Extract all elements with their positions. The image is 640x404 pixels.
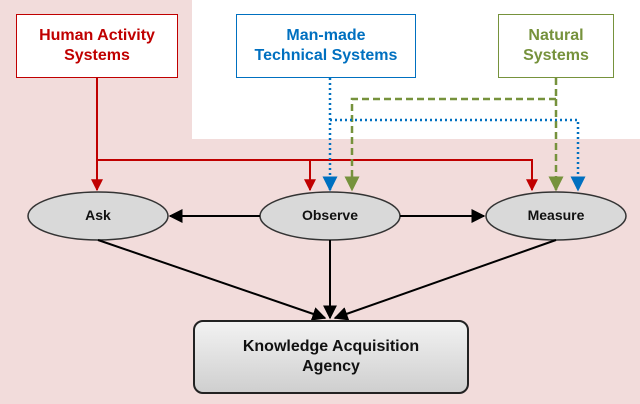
human-activity-links: [91, 78, 538, 192]
technical-links: [322, 78, 586, 192]
knowledge-acquisition-agency-box: Knowledge Acquisition Agency: [193, 320, 469, 394]
technical-systems-label: Man-made Technical Systems: [254, 27, 398, 64]
knowledge-acquisition-agency-label: Knowledge Acquisition Agency: [242, 338, 420, 375]
natural-links: [344, 78, 564, 192]
flow-arrows: [97, 209, 557, 321]
ask-label: Ask: [85, 207, 111, 224]
human-activity-systems-box: Human Activity Systems: [16, 14, 178, 78]
arrow-ask-to-agency: [97, 239, 327, 321]
natural-systems-label: Natural Systems: [523, 27, 589, 64]
natural-systems-box: Natural Systems: [498, 14, 614, 78]
arrow-measure-to-agency: [333, 239, 557, 321]
observe-label: Observe: [301, 207, 359, 224]
technical-systems-box: Man-made Technical Systems: [236, 14, 416, 78]
measure-label: Measure: [527, 207, 585, 224]
human-activity-systems-label: Human Activity Systems: [39, 27, 155, 64]
link-natural-to-observe: [344, 97, 556, 192]
link-human-to-measure: [310, 159, 538, 192]
